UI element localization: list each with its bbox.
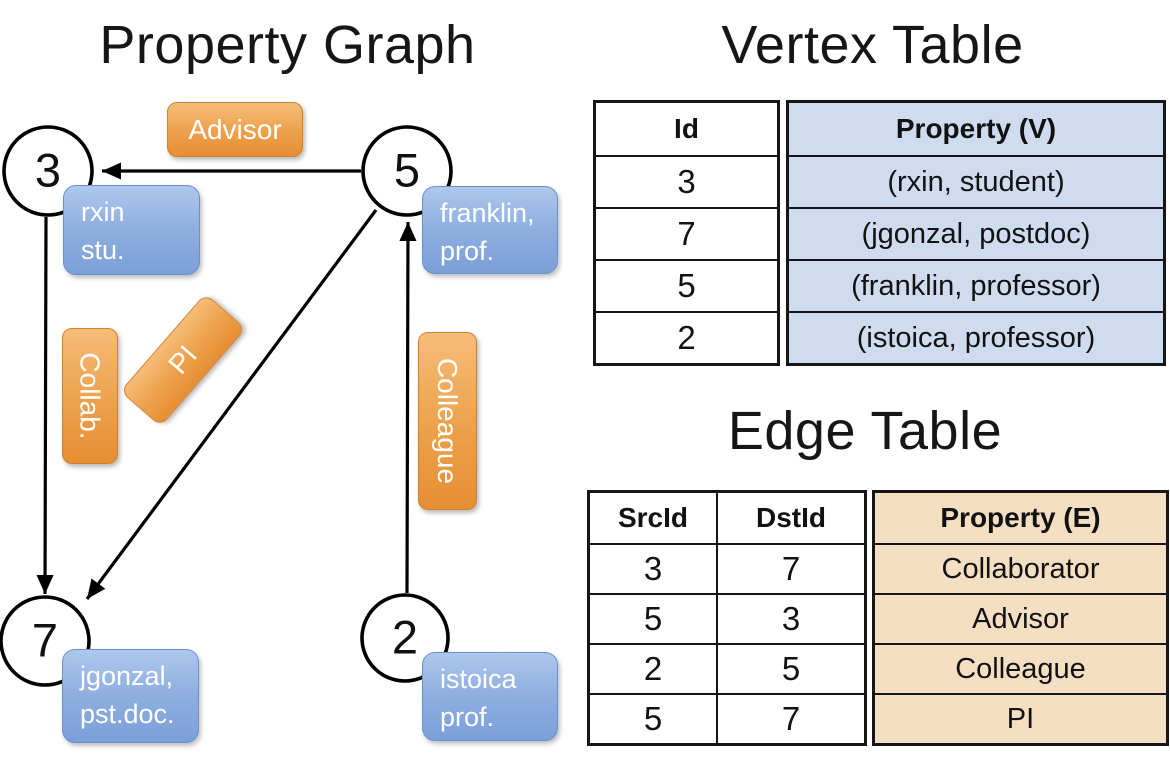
property-graph-title: Property Graph [99, 15, 476, 75]
node-property-box-3: rxin stu. [63, 185, 200, 275]
edge-label-collab: Collab. [62, 328, 118, 464]
node-property-box-7: jgonzal, pst.doc. [62, 649, 199, 743]
table-cell: 5 [590, 693, 716, 743]
edge-line-collab-3-to-7 [36, 216, 54, 595]
vertex-table-property-header: Property (V) [789, 103, 1163, 155]
table-cell: Colleague [875, 643, 1166, 693]
edge-label-colleague-text: Colleague [432, 357, 464, 485]
edge-line-pi-5-to-7 [85, 209, 378, 600]
node-property-box-5: franklin, prof. [422, 186, 558, 274]
edge-label-collab-text: Collab. [75, 352, 107, 440]
node-property-line: prof. [440, 235, 495, 266]
node-property-line: jgonzal, [80, 661, 174, 691]
table-cell: PI [875, 693, 1166, 743]
node-id-2: 2 [391, 610, 419, 664]
table-cell: 7 [596, 207, 777, 259]
vertex-table: Id 3 7 5 2 Property (V) (rxin, student) … [593, 100, 1166, 366]
property-graph-panel: Property Graph 3 5 7 2 Advisor Collab. P… [0, 15, 558, 743]
node-property-line: istoica [440, 664, 517, 694]
table-cell: Collaborator [875, 543, 1166, 593]
table-cell: 5 [596, 259, 777, 311]
edge-table-dstid-header: DstId [716, 493, 864, 543]
edge-label-advisor-text: Advisor [188, 113, 282, 145]
vertex-table-property-column: Property (V) (rxin, student) (jgonzal, p… [786, 100, 1166, 366]
table-cell: (jgonzal, postdoc) [789, 207, 1163, 259]
edge-table-srcid-header: SrcId [617, 502, 689, 533]
edge-table: SrcId DstId 3 7 5 3 2 5 5 7 Property (E)… [587, 490, 1169, 746]
table-cell: 7 [716, 543, 864, 593]
vertex-table-id-header: Id [674, 113, 699, 144]
table-cell: 5 [716, 643, 864, 693]
table-cell: 3 [716, 593, 864, 643]
vertex-table-id-column: Id 3 7 5 2 [593, 100, 780, 366]
table-cell: 2 [590, 643, 716, 693]
node-property-line: prof. [440, 701, 495, 732]
table-cell: (franklin, professor) [789, 259, 1163, 311]
table-cell: Advisor [875, 593, 1166, 643]
table-cell: 7 [716, 693, 864, 743]
table-cell: 3 [590, 543, 716, 593]
edge-label-colleague: Colleague [418, 332, 477, 510]
table-cell: (rxin, student) [789, 155, 1163, 207]
edge-label-pi-text: PI [162, 339, 204, 380]
edge-table-id-columns: SrcId DstId 3 7 5 3 2 5 5 7 [587, 490, 867, 746]
edge-table-property-header: Property (E) [875, 493, 1166, 543]
table-cell: (istoica, professor) [789, 311, 1163, 363]
edge-table-property-column: Property (E) Collaborator Advisor Collea… [872, 490, 1169, 746]
table-cell: 5 [590, 593, 716, 643]
table-cell: 3 [596, 155, 777, 207]
table-cell: 2 [596, 311, 777, 363]
edge-line-colleague-2-to-5 [399, 221, 417, 594]
node-property-line: stu. [81, 234, 125, 265]
node-property-line: rxin [81, 197, 125, 227]
node-property-box-2: istoica prof. [422, 652, 558, 741]
node-id-7: 7 [31, 613, 59, 667]
node-id-5: 5 [393, 143, 421, 197]
node-property-line: pst.doc. [80, 698, 175, 729]
vertex-table-title: Vertex Table [721, 15, 1024, 75]
edge-table-title: Edge Table [727, 401, 1003, 461]
node-property-line: franklin, [440, 198, 535, 228]
node-id-3: 3 [34, 143, 62, 197]
tables-panel: Vertex Table Id 3 7 5 2 Property (V) (rx… [585, 0, 1170, 760]
edge-label-advisor: Advisor [167, 102, 303, 157]
